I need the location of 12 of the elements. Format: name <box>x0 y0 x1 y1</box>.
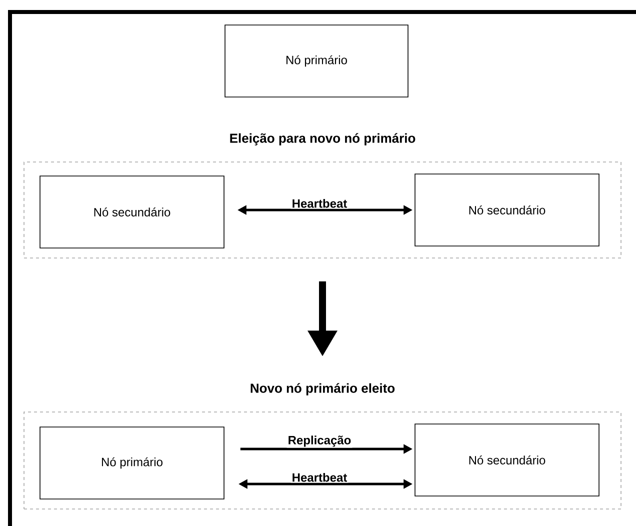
node-box: Nó secundário <box>40 176 224 248</box>
node-box: Nó primário <box>40 426 224 500</box>
node-box: Nó secundário <box>414 424 600 496</box>
edge-label: Heartbeat <box>292 472 348 482</box>
dashed-group-box <box>24 383 622 510</box>
edge-label: Replicação <box>288 436 351 447</box>
edge-label: Heartbeat <box>292 199 348 208</box>
group-heading: Eleição para novo nó primário <box>230 133 416 146</box>
node-box: Nó secundário <box>414 174 600 246</box>
group-heading: Novo nó primário eleito <box>250 383 395 396</box>
dashed-group-box <box>24 133 622 258</box>
node-box: Nó primário <box>224 24 408 98</box>
